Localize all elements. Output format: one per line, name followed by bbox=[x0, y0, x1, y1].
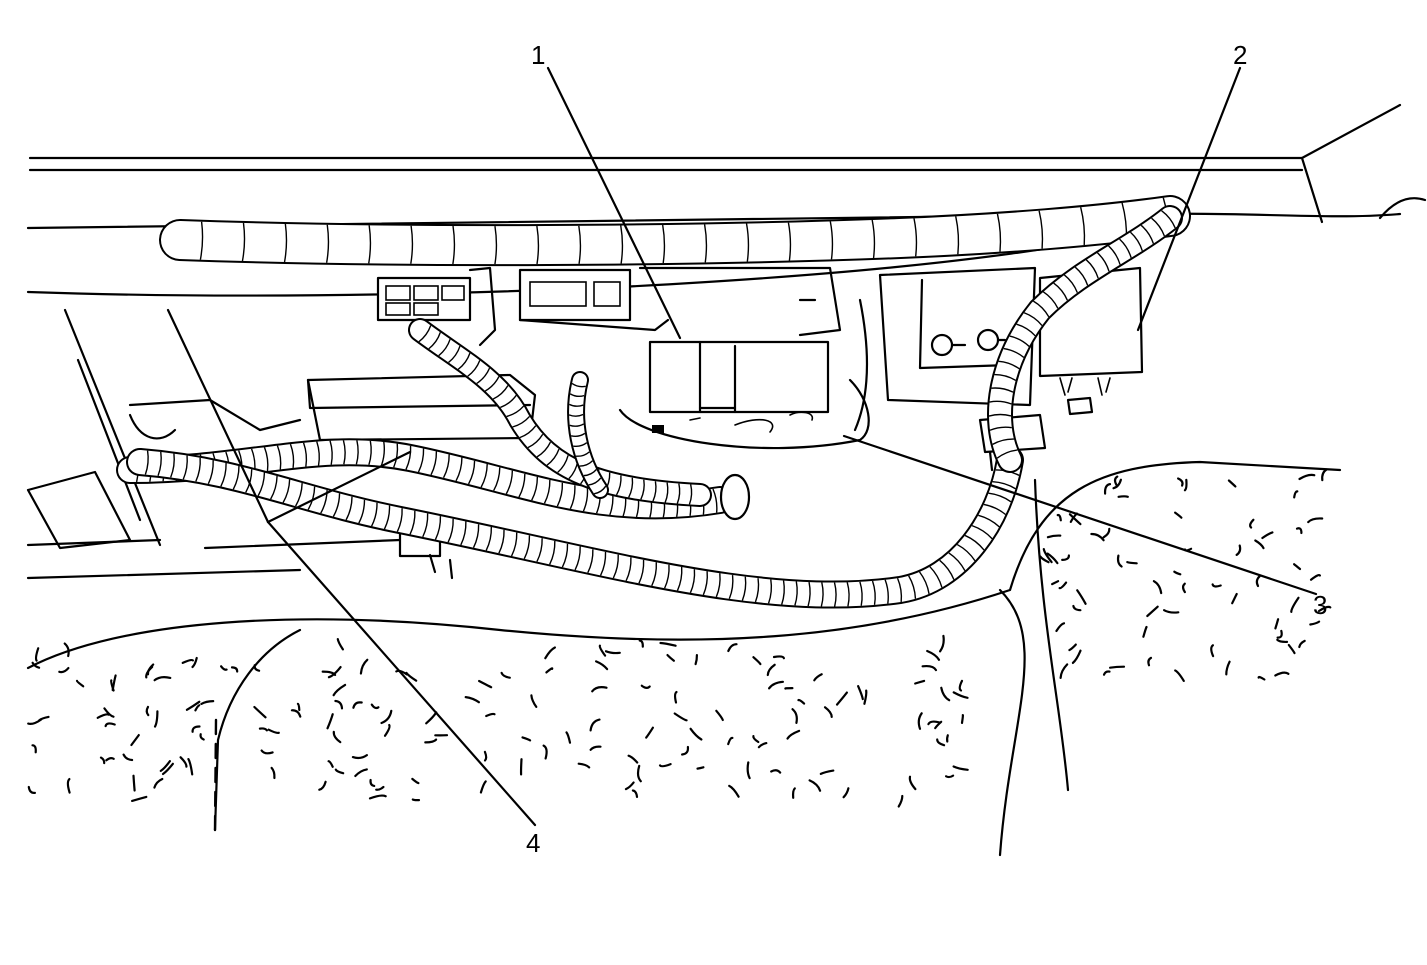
harness-center bbox=[408, 318, 712, 507]
rear-modules bbox=[376, 266, 842, 347]
upper-harness bbox=[159, 195, 1191, 267]
harness-right-riser bbox=[987, 205, 1183, 473]
left-body-structure bbox=[26, 308, 402, 580]
harness-grommet bbox=[719, 473, 751, 521]
right-bracket bbox=[878, 266, 1037, 407]
leader-lines bbox=[166, 66, 1318, 827]
callout-2: 2 bbox=[1233, 40, 1247, 70]
harness-lower-loop bbox=[126, 446, 1024, 609]
ground-texture bbox=[27, 468, 1332, 808]
callout-1: 1 bbox=[531, 40, 545, 70]
callout-3: 3 bbox=[1313, 590, 1327, 620]
callout-4: 4 bbox=[526, 828, 540, 858]
wiring-harnesses bbox=[116, 205, 1183, 609]
harness-short-branch bbox=[567, 371, 609, 499]
harness-frame-run bbox=[159, 195, 1191, 267]
ground-outline bbox=[26, 460, 1342, 857]
fuel-pump-relay bbox=[648, 340, 830, 414]
